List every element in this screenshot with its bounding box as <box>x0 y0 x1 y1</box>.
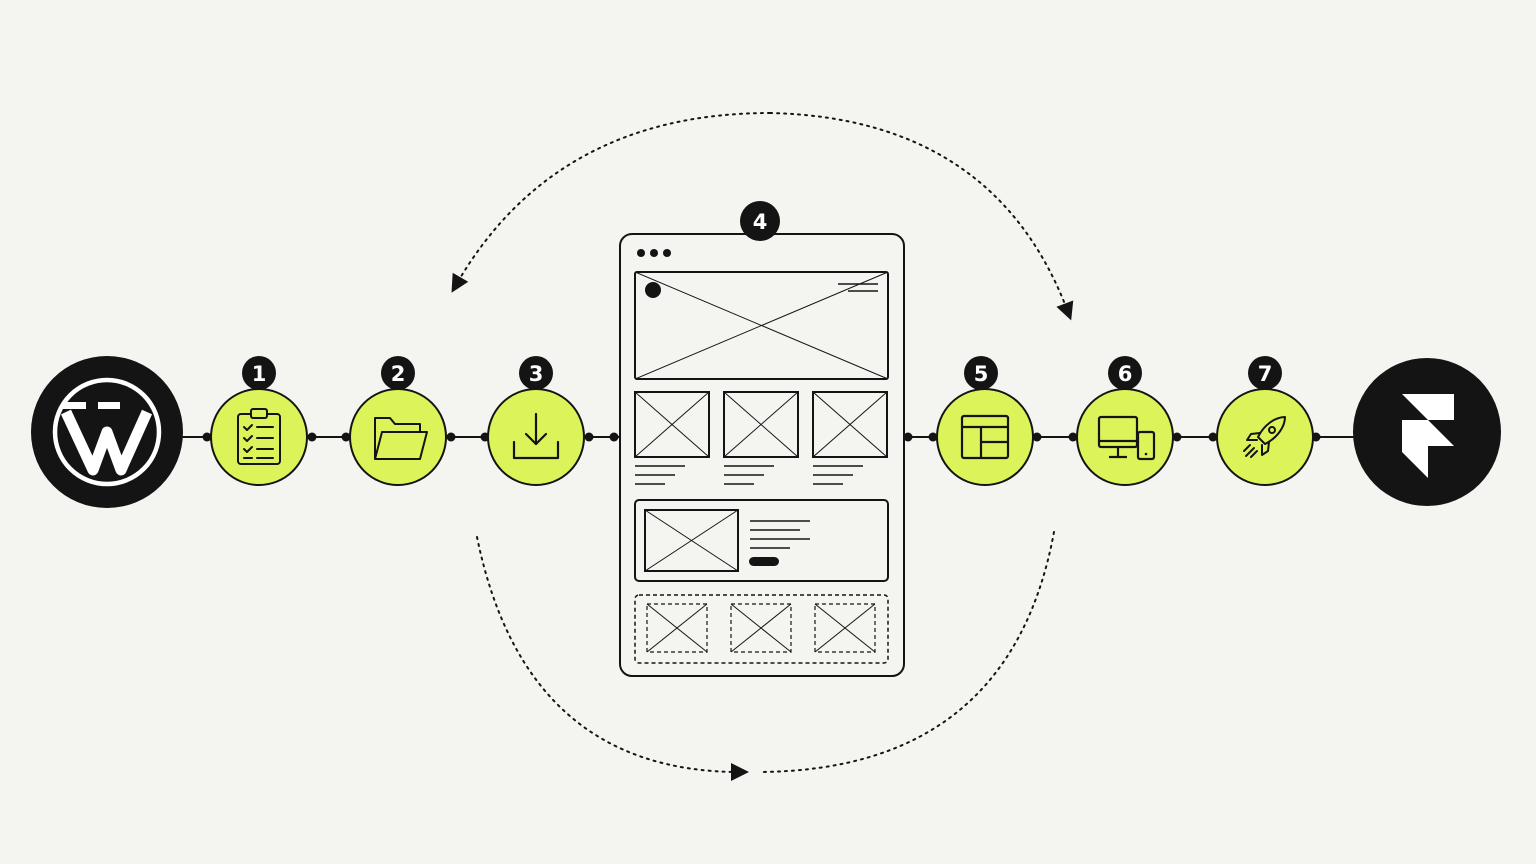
step-5: 5 <box>936 356 1034 486</box>
step-7: 7 <box>1216 356 1314 486</box>
step-number: 2 <box>391 362 406 386</box>
framer-logo-icon <box>1402 394 1454 478</box>
connector-dots <box>202 432 1321 442</box>
devices-icon <box>1097 415 1156 461</box>
page-wireframe-icon <box>619 233 905 677</box>
folder-icon <box>374 417 428 460</box>
step-1: 1 <box>210 356 308 486</box>
step-6: 6 <box>1076 356 1174 486</box>
step-2: 2 <box>349 356 447 486</box>
cycle-arrow-top-left <box>451 112 771 293</box>
step-number: 6 <box>1118 362 1133 386</box>
download-icon <box>512 412 560 460</box>
layout-icon <box>960 414 1010 460</box>
step-4: 4 <box>619 201 905 677</box>
wordpress-logo-icon <box>52 377 162 487</box>
target-node <box>1353 358 1501 506</box>
step-number: 4 <box>753 210 768 234</box>
cycle-arrows <box>451 112 1074 781</box>
step-number: 7 <box>1258 362 1273 386</box>
step-number: 5 <box>974 362 989 386</box>
step-number: 1 <box>252 362 267 386</box>
step-3: 3 <box>487 356 585 486</box>
cycle-arrow-bottom-right <box>759 531 1055 773</box>
rocket-icon <box>1243 416 1286 458</box>
step-number: 3 <box>529 362 544 386</box>
cycle-arrow-top-right <box>769 112 1074 321</box>
source-node <box>31 356 183 508</box>
clipboard-checklist-icon <box>237 408 281 465</box>
